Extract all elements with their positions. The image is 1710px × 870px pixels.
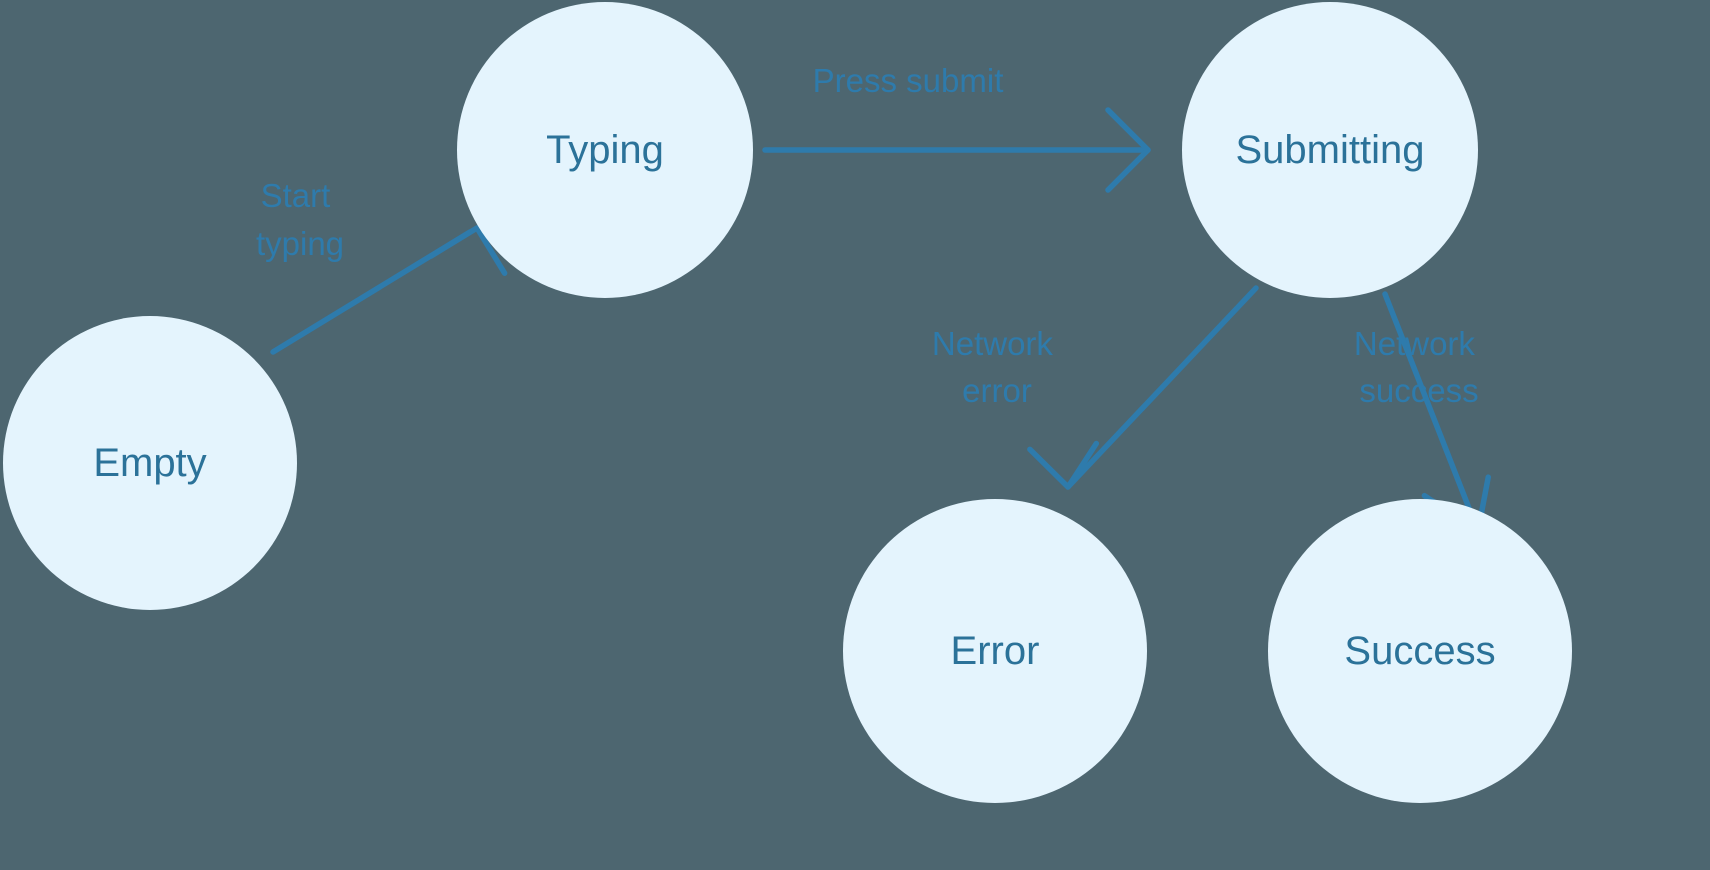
edge-label-line: Network (932, 325, 1054, 362)
node-empty-label: Empty (93, 441, 206, 485)
node-empty[interactable]: Empty (3, 316, 297, 610)
edge-label-line: Network (1354, 325, 1476, 362)
node-submitting[interactable]: Submitting (1182, 2, 1478, 298)
edge-typing-to-submitting-arrowhead (1105, 107, 1151, 193)
edge-submitting-to-error-label: Network error (932, 325, 1062, 409)
node-typing-circle (457, 2, 753, 298)
edge-label-line: Press submit (813, 62, 1004, 99)
node-error-circle (843, 499, 1147, 803)
node-submitting-label: Submitting (1236, 128, 1425, 172)
edge-submitting-to-success-label: Network success (1354, 325, 1484, 409)
edge-empty-to-typing-arrowhead (428, 225, 508, 276)
edge-empty-to-typing-label: Start typing (256, 177, 344, 262)
node-error[interactable]: Error (843, 499, 1147, 803)
node-success-circle (1268, 499, 1572, 803)
edge-submitting-to-error[interactable]: Network error (932, 285, 1259, 490)
edge-submitting-to-error-arrowhead (1027, 440, 1100, 490)
node-typing[interactable]: Typing (457, 2, 753, 298)
edge-submitting-to-error-line (1065, 285, 1259, 490)
node-success[interactable]: Success (1268, 499, 1572, 803)
edge-empty-to-typing[interactable]: Start typing (256, 177, 508, 355)
node-success-label: Success (1344, 629, 1495, 673)
edge-label-line: typing (256, 225, 344, 262)
node-submitting-circle (1182, 2, 1478, 298)
node-typing-label: Typing (546, 128, 664, 172)
edge-submitting-to-success-line (1382, 291, 1481, 534)
edge-typing-to-submitting-label: Press submit (813, 62, 1004, 99)
edge-label-line: success (1359, 372, 1478, 409)
node-error-label: Error (951, 629, 1040, 673)
edge-label-line: error (962, 372, 1032, 409)
node-empty-circle (3, 316, 297, 610)
edge-submitting-to-success[interactable]: Network success (1354, 291, 1492, 535)
edge-typing-to-submitting[interactable]: Press submit (762, 62, 1151, 193)
edge-label-line: Start (261, 177, 331, 214)
